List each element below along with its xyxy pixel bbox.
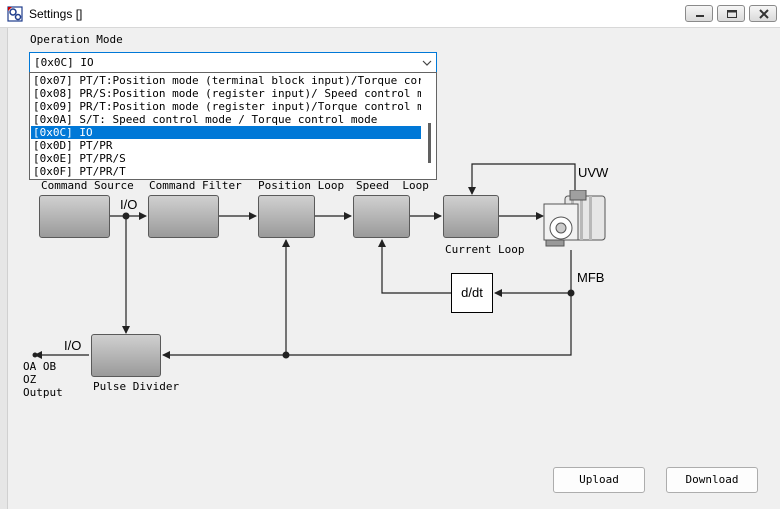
current-loop-block	[443, 195, 499, 238]
position-loop-label: Position Loop	[258, 179, 345, 192]
current-loop-label: Current Loop	[445, 243, 525, 256]
download-button[interactable]: Download	[666, 467, 758, 493]
output-label: Output	[23, 386, 63, 399]
position-loop-block	[258, 195, 315, 238]
maximize-button[interactable]	[717, 5, 745, 22]
uvw-label: UVW	[578, 165, 609, 180]
upload-button[interactable]: Upload	[553, 467, 645, 493]
dropdown-option[interactable]: [0x09] PR/T:Position mode (register inpu…	[33, 100, 421, 113]
operation-mode-combobox[interactable]: [0x0C] IO	[29, 52, 437, 73]
operation-mode-value: [0x0C] IO	[34, 56, 94, 69]
command-source-label: Command Source	[41, 179, 134, 192]
pulse-divider-block	[91, 334, 161, 377]
dropdown-option[interactable]: [0x0A] S/T: Speed control mode / Torque …	[33, 113, 378, 126]
dropdown-option-selected[interactable]: [0x0C] IO	[31, 126, 421, 139]
maximize-icon	[727, 10, 737, 18]
dropdown-option[interactable]: [0x0E] PT/PR/S	[33, 152, 126, 165]
speed-loop-label: Speed Loop	[356, 179, 429, 192]
window-title: Settings []	[29, 7, 83, 21]
close-button[interactable]	[749, 5, 777, 22]
pulse-divider-label: Pulse Divider	[93, 380, 180, 393]
motor-icon	[543, 190, 606, 247]
operation-mode-dropdown-list: [0x07] PT/T:Position mode (terminal bloc…	[29, 72, 437, 180]
oz-label: OZ	[23, 373, 37, 386]
io-top-label: I/O	[120, 197, 138, 212]
minimize-button[interactable]	[685, 5, 713, 22]
command-filter-label: Command Filter	[149, 179, 242, 192]
command-filter-block	[148, 195, 219, 238]
title-bar: Settings []	[0, 0, 780, 28]
dropdown-option[interactable]: [0x0F] PT/PR/T	[33, 165, 126, 178]
speed-loop-block	[353, 195, 410, 238]
minimize-icon	[696, 15, 704, 17]
app-gear-icon	[7, 6, 23, 22]
dropdown-option[interactable]: [0x08] PR/S:Position mode (register inpu…	[33, 87, 421, 100]
io-bottom-label: I/O	[64, 338, 82, 353]
operation-mode-label: Operation Mode	[30, 33, 123, 46]
close-icon	[759, 9, 769, 19]
ddt-block: d/dt	[451, 273, 493, 313]
oa-ob-label: OA OB	[23, 360, 57, 373]
dropdown-scrollbar-thumb[interactable]	[428, 123, 431, 163]
mfb-label: MFB	[577, 270, 605, 285]
dropdown-option[interactable]: [0x0D] PT/PR	[33, 139, 113, 152]
window-left-edge	[0, 28, 8, 509]
chevron-down-icon[interactable]	[421, 57, 433, 69]
dropdown-option[interactable]: [0x07] PT/T:Position mode (terminal bloc…	[33, 74, 421, 87]
command-source-block	[39, 195, 110, 238]
